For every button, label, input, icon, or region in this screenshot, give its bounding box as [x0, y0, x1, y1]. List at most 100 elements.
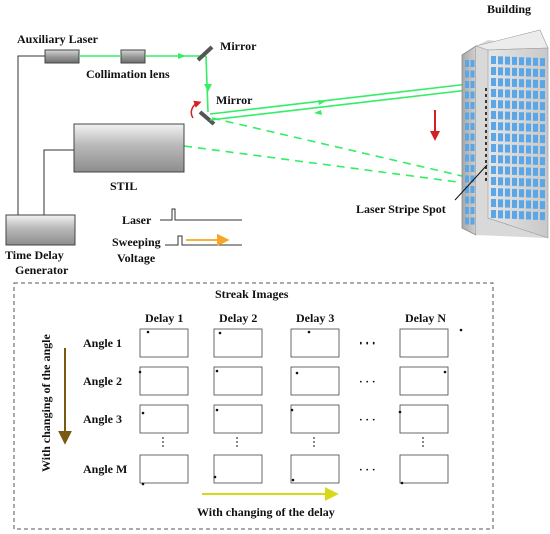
building-window: [505, 122, 510, 131]
building-window: [526, 79, 531, 88]
building-window: [465, 91, 469, 99]
stripe-dot: [443, 370, 447, 374]
stripe-dot: [146, 330, 150, 334]
legend-laser-label: Laser: [122, 213, 152, 227]
row-header: Angle M: [83, 462, 127, 476]
building-window: [519, 123, 524, 132]
mirror-bottom-label: Mirror: [216, 93, 253, 107]
building-window: [470, 217, 475, 225]
vertical-ellipsis-dot: [236, 445, 238, 447]
building-window: [505, 199, 510, 208]
building-window: [498, 100, 503, 109]
column-ellipsis: · · ·: [359, 464, 376, 476]
building-label: Building: [487, 2, 531, 16]
building-window: [540, 179, 545, 188]
building-window: [512, 177, 517, 186]
building-window: [519, 200, 524, 209]
building-window: [533, 211, 538, 220]
vertical-ellipsis-dot: [313, 437, 315, 439]
building-window: [498, 133, 503, 142]
building-window: [526, 167, 531, 176]
building-window: [470, 70, 475, 78]
building-window: [498, 122, 503, 131]
stripe-dot: [459, 328, 463, 332]
auxiliary-laser-label: Auxiliary Laser: [17, 32, 99, 46]
stripe-dot: [215, 369, 219, 373]
vertical-ellipsis-dot: [313, 441, 315, 443]
rotation-arrow-icon: [190, 100, 202, 119]
sweep-pulse-line: [165, 235, 242, 246]
building-window: [498, 166, 503, 175]
column-header: Delay 1: [145, 311, 183, 325]
building-window: [526, 90, 531, 99]
building-window: [465, 154, 469, 162]
building-window: [505, 56, 510, 65]
column-header: Delay 3: [296, 311, 334, 325]
mirror-bottom: [198, 110, 216, 126]
building-window: [512, 133, 517, 142]
stripe-dot: [290, 408, 294, 412]
building-window: [540, 146, 545, 155]
building-window: [491, 122, 496, 130]
building-window: [498, 188, 503, 197]
laser-beams: [209, 81, 487, 121]
building-window: [540, 80, 545, 89]
building-window: [526, 112, 531, 121]
streak-image-cell: [139, 328, 189, 358]
building-window: [540, 168, 545, 177]
building-window: [540, 113, 545, 122]
aux-beam: [79, 53, 212, 113]
time-delay-generator-label-1: Time Delay: [5, 248, 64, 262]
building-window: [465, 112, 469, 120]
stripe-dot: [307, 330, 311, 334]
building-window: [505, 133, 510, 142]
building-window: [470, 186, 475, 193]
building-window: [533, 79, 538, 88]
building-window: [498, 67, 503, 76]
building-window: [470, 207, 475, 214]
collimation-lens: [120, 49, 146, 64]
building-window: [533, 156, 538, 165]
streak-image-cell: [290, 328, 340, 358]
row-header: Angle 1: [83, 336, 122, 350]
building-window: [505, 100, 510, 109]
building-window: [498, 155, 503, 164]
streak-image-cell: [213, 454, 263, 484]
stil-wire: [43, 149, 74, 215]
legend-sweeping-label-2: Voltage: [117, 251, 156, 265]
building-window: [470, 91, 475, 99]
building-window: [526, 178, 531, 187]
building-window: [491, 56, 496, 64]
streak-image-cell: [399, 328, 449, 358]
time-delay-generator-label-2: Generator: [15, 263, 69, 277]
building: [461, 29, 549, 239]
streak-panel-title: Streak Images: [215, 287, 289, 301]
row-header: Angle 2: [83, 374, 122, 388]
streak-image-cell: [290, 366, 340, 396]
aux-laser-wire: [17, 55, 45, 215]
building-window: [519, 79, 524, 88]
building-window: [533, 200, 538, 209]
stripe-dot: [295, 371, 299, 375]
building-window: [505, 111, 510, 120]
streak-image-cell: [399, 454, 449, 484]
building-window: [519, 156, 524, 165]
building-window: [519, 57, 524, 66]
building-window: [465, 70, 469, 78]
vertical-ellipsis-dot: [236, 441, 238, 443]
building-window: [470, 154, 475, 162]
building-window: [526, 101, 531, 110]
streak-image-cell: [139, 404, 189, 434]
building-window: [533, 68, 538, 77]
building-window: [491, 177, 496, 185]
building-window: [470, 123, 475, 130]
building-window: [491, 166, 496, 174]
building-window: [491, 210, 496, 218]
stripe-dot: [213, 475, 217, 479]
building-window: [491, 100, 496, 108]
building-window: [465, 165, 469, 172]
building-window: [540, 212, 545, 221]
building-window: [470, 81, 475, 88]
stripe-dot: [398, 410, 402, 414]
building-window: [519, 167, 524, 176]
